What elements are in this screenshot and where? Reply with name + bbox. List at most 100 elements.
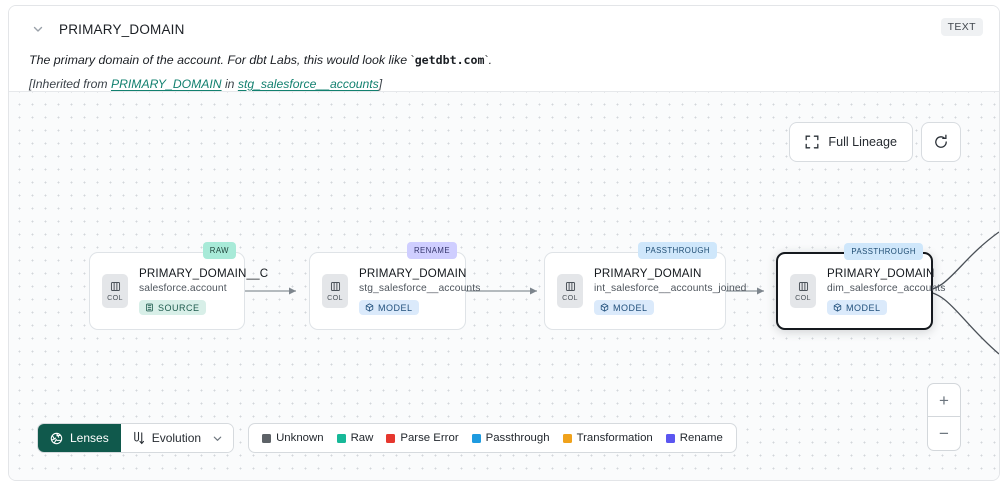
bottom-toolbar: Lenses Evolution Unknown Raw Parse Error Pa… [37,423,737,453]
legend-swatch [665,433,675,443]
column-chip-label: COL [795,292,811,302]
column-chip: COL [557,274,583,308]
zoom-out-button[interactable]: − [939,424,949,443]
cube-icon [600,303,609,312]
node-lens-badge: RAW [202,242,236,259]
node-title: PRIMARY_DOMAIN [594,267,702,280]
zoom-controls: + − [927,383,961,451]
inherited-mid: in [221,77,238,91]
lineage-canvas[interactable]: Full Lineage + − RAW COL PRIMARY_DOMAIN__C… [9,92,999,480]
card-header: PRIMARY_DOMAIN TEXT The primary domain o… [9,6,999,92]
legend-item[interactable]: Unknown [262,432,324,444]
refresh-button[interactable] [921,122,961,162]
legend-item[interactable]: Transformation [562,432,653,444]
legend-label: Raw [350,432,374,444]
full-lineage-button[interactable]: Full Lineage [789,122,913,162]
status-badge: TEXT [940,18,983,36]
node-body: PRIMARY_DOMAIN int_salesforce__accounts_j… [594,267,747,315]
description-code: getdbt.com [414,53,485,67]
legend-item[interactable]: Parse Error [386,432,459,444]
node-kind-label: SOURCE [158,302,200,313]
lenses-label: Lenses [70,431,109,445]
refresh-icon [933,134,949,150]
inherited-model-link[interactable]: stg_salesforce__accounts [237,77,379,91]
node-subtitle: stg_salesforce__accounts [359,283,481,294]
description-suffix: . [488,53,493,67]
chevron-down-icon [212,433,223,444]
zoom-in-button[interactable]: + [928,384,960,417]
legend-swatch [562,433,572,443]
legend-label: Transformation [576,432,653,444]
description-text: The primary domain of the account. For d… [29,53,411,67]
inherited-prefix: [Inherited from [29,77,111,91]
legend-swatch [386,433,396,443]
expand-icon [805,135,819,149]
lenses-button[interactable]: Lenses [38,424,121,452]
node-subtitle: int_salesforce__accounts_joined [594,283,747,294]
node-kind-badge: MODEL [594,300,654,315]
page-title: PRIMARY_DOMAIN [59,21,185,37]
legend-label: Rename [679,432,723,444]
node-kind-label: MODEL [613,302,648,313]
cube-icon [365,303,374,312]
legend-item[interactable]: Raw [336,432,374,444]
legend-item[interactable]: Passthrough [471,432,550,444]
node-lens-badge: RENAME [406,242,457,259]
cube-icon [833,303,842,312]
node-title: PRIMARY_DOMAIN [359,267,467,280]
node-inner: COL PRIMARY_DOMAIN int_salesforce__account… [545,253,746,329]
column-description: The primary domain of the account. For d… [29,53,493,67]
lineage-legend: Unknown Raw Parse Error Passthrough Transfor… [248,423,737,453]
node-subtitle: dim_salesforce_accounts [827,283,946,294]
node-inner: COL PRIMARY_DOMAIN stg_salesforce__account… [310,253,480,329]
lineage-node[interactable]: RENAME COL PRIMARY_DOMAIN stg_salesforce__a… [309,242,480,330]
column-icon [110,281,121,292]
node-kind-label: MODEL [378,302,413,313]
node-kind-badge: SOURCE [139,300,206,315]
legend-swatch [471,433,481,443]
inherited-from-line: [Inherited from PRIMARY_DOMAIN in stg_sa… [29,77,983,92]
column-icon [330,281,341,292]
legend-swatch [262,433,272,443]
node-kind-label: MODEL [846,302,881,313]
chevron-down-icon[interactable] [29,20,47,38]
lens-control-group: Lenses Evolution [37,423,235,453]
inherited-suffix: ] [378,77,383,91]
lineage-node[interactable]: PASSTHROUGH COL PRIMARY_DOMAIN dim_salesfor… [776,243,945,330]
node-lens-badge: PASSTHROUGH [844,243,923,260]
canvas-top-controls: Full Lineage [789,122,961,162]
column-chip: COL [102,274,128,308]
evolution-label: Evolution [151,431,202,445]
column-chip-label: COL [562,292,578,302]
column-detail-card: PRIMARY_DOMAIN TEXT The primary domain o… [8,5,1000,481]
legend-item[interactable]: Rename [665,432,723,444]
legend-swatch [336,433,346,443]
lineage-node[interactable]: RAW COL PRIMARY_DOMAIN__C salesforce.accoun… [89,242,268,330]
title-row: PRIMARY_DOMAIN [29,16,983,42]
column-chip-label: COL [107,292,123,302]
column-icon [798,281,809,292]
evolution-icon [132,431,145,445]
legend-label: Passthrough [485,432,550,444]
node-kind-badge: MODEL [827,300,887,315]
column-icon [565,281,576,292]
legend-label: Parse Error [400,432,459,444]
database-icon [145,303,154,312]
node-subtitle: salesforce.account [139,283,227,294]
column-chip: COL [790,274,816,308]
node-title: PRIMARY_DOMAIN [827,267,935,280]
node-inner: COL PRIMARY_DOMAIN dim_salesforce_accounts… [778,254,945,328]
inherited-column-link[interactable]: PRIMARY_DOMAIN [110,77,222,91]
full-lineage-label: Full Lineage [828,135,897,149]
node-kind-badge: MODEL [359,300,419,315]
node-title: PRIMARY_DOMAIN__C [139,267,269,280]
legend-label: Unknown [276,432,324,444]
evolution-dropdown[interactable]: Evolution [120,424,234,452]
column-chip-label: COL [327,292,343,302]
